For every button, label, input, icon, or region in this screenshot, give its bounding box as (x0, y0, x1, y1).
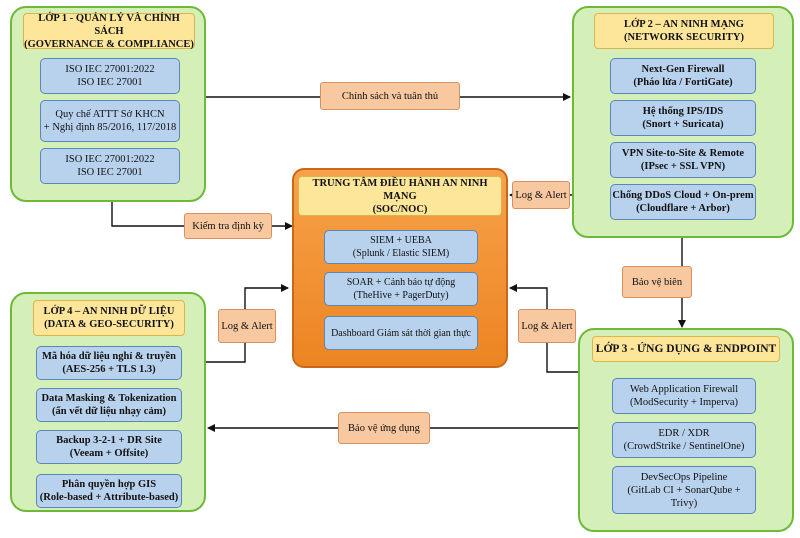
connector-audit: Kiểm tra định kỳ (184, 213, 272, 239)
connector-log-alert-app: Log & Alert (518, 309, 576, 343)
soc-subtitle: (SOC/NOC) (372, 203, 428, 215)
layer4-item-4: Phân quyền hợp GIS (Role-based + Attribu… (36, 474, 182, 508)
layer2-item-2: Hệ thống IPS/IDS (Snort + Suricata) (610, 100, 756, 136)
layer1-item-2: Quy chế ATTT Sở KHCN + Nghị định 85/2016… (40, 100, 180, 142)
layer1-panel: LỚP 1 - QUẢN LÝ VÀ CHÍNH SÁCH (GOVERNANC… (10, 6, 206, 202)
soc-item-siem: SIEM + UEBA (Splunk / Elastic SIEM) (324, 230, 478, 264)
layer4-item-2: Data Masking & Tokenization (ẩn vết dữ l… (36, 388, 182, 422)
layer1-item-1: ISO IEC 27001:2022 ISO IEC 27001 (40, 58, 180, 94)
layer2-item-1: Next-Gen Firewall (Pháo lửa / FortiGate) (610, 58, 756, 94)
layer1-subtitle: (GOVERNANCE & COMPLIANCE) (24, 38, 194, 50)
layer4-subtitle: (DATA & GEO-SECURITY) (44, 319, 174, 330)
layer1-title: LỚP 1 - QUẢN LÝ VÀ CHÍNH SÁCH (38, 12, 180, 37)
layer3-item-2: EDR / XDR (CrowdStrike / SentinelOne) (612, 422, 756, 458)
layer1-title-box: LỚP 1 - QUẢN LÝ VÀ CHÍNH SÁCH (GOVERNANC… (23, 12, 195, 50)
layer2-panel: LỚP 2 – AN NINH MẠNG (NETWORK SECURITY) … (572, 6, 794, 238)
layer4-item-1: Mã hóa dữ liệu nghỉ & truyền (AES-256 + … (36, 346, 182, 380)
layer2-subtitle: (NETWORK SECURITY) (624, 32, 744, 43)
layer4-item-3: Backup 3-2-1 + DR Site (Veeam + Offsite) (36, 430, 182, 464)
connector-app-protect: Bảo vệ ứng dụng (338, 412, 430, 444)
connector-log-alert-net: Log & Alert (512, 181, 570, 209)
layer4-title-box: LỚP 4 – AN NINH DỮ LIỆU (DATA & GEO-SECU… (33, 300, 185, 336)
layer2-item-4: Chống DDoS Cloud + On-prem (Cloudflare +… (610, 184, 756, 220)
layer3-title: LỚP 3 - ỨNG DỤNG & ENDPOINT (595, 342, 777, 355)
layer3-title-box: LỚP 3 - ỨNG DỤNG & ENDPOINT (592, 336, 780, 362)
layer4-title: LỚP 4 – AN NINH DỮ LIỆU (43, 306, 175, 317)
layer3-item-1: Web Application Firewall (ModSecurity + … (612, 378, 756, 414)
soc-item-dashboard: Dashboard Giám sát thời gian thực (324, 316, 478, 350)
layer1-item-3: ISO IEC 27001:2022 ISO IEC 27001 (40, 148, 180, 184)
layer2-title-box: LỚP 2 – AN NINH MẠNG (NETWORK SECURITY) (594, 13, 774, 49)
layer4-panel: LỚP 4 – AN NINH DỮ LIỆU (DATA & GEO-SECU… (10, 292, 206, 512)
soc-title-box: TRUNG TÂM ĐIỀU HÀNH AN NINH MẠNG (SOC/NO… (298, 176, 502, 216)
connector-policy: Chính sách và tuân thủ (320, 82, 460, 110)
layer2-item-3: VPN Site-to-Site & Remote (IPsec + SSL V… (610, 142, 756, 178)
connector-perimeter: Bảo vệ biên (622, 266, 692, 298)
layer3-item-3: DevSecOps Pipeline (GitLab CI + SonarQub… (612, 466, 756, 514)
connector-log-alert-data: Log & Alert (218, 309, 276, 343)
soc-panel: TRUNG TÂM ĐIỀU HÀNH AN NINH MẠNG (SOC/NO… (292, 168, 508, 368)
soc-title: TRUNG TÂM ĐIỀU HÀNH AN NINH MẠNG (312, 177, 488, 202)
layer2-title: LỚP 2 – AN NINH MẠNG (624, 19, 744, 30)
layer3-panel: LỚP 3 - ỨNG DỤNG & ENDPOINT Web Applicat… (578, 328, 794, 532)
soc-item-soar: SOAR + Cảnh báo tự động (TheHive + Pager… (324, 272, 478, 306)
